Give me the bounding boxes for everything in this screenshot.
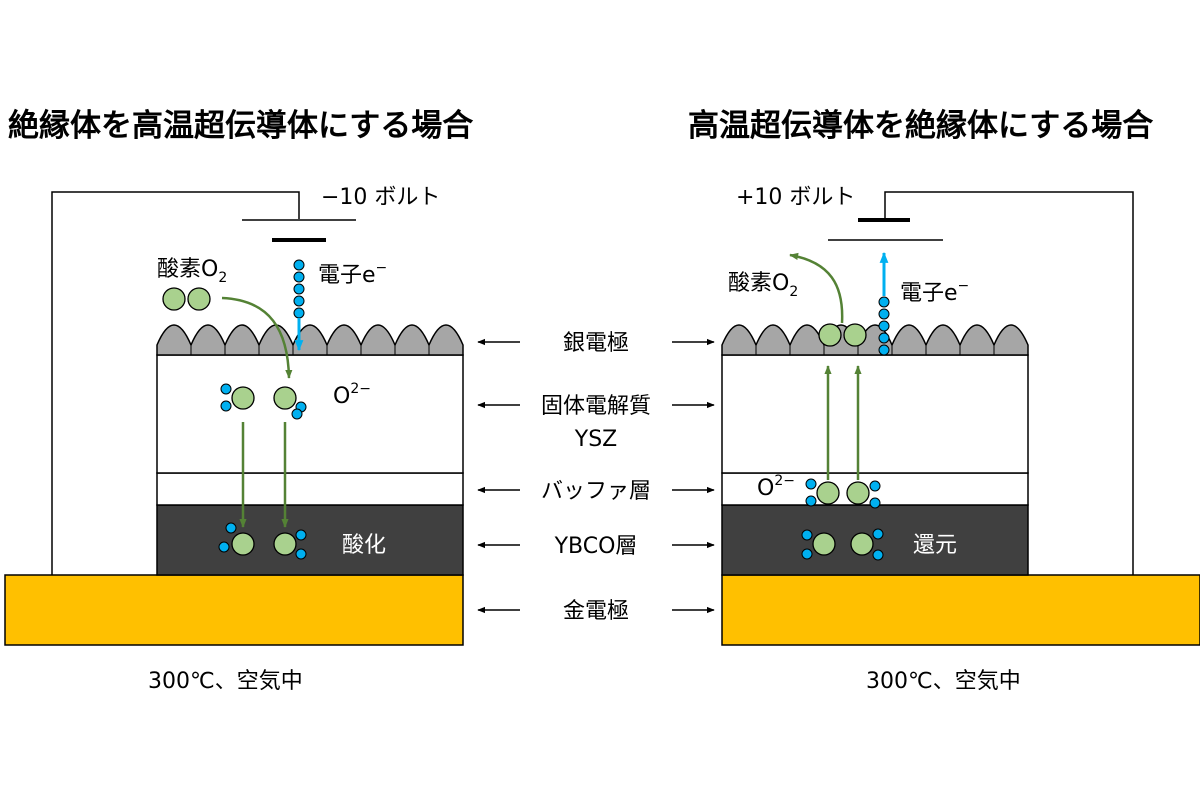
right-electron-chain [878, 296, 890, 356]
left-cell: −10 ボルト 酸素O2 [4, 185, 464, 694]
left-oxide-ion-label: O2− [333, 381, 371, 409]
right-ybco-layer [721, 504, 1029, 576]
right-circuit-wire [884, 191, 1134, 575]
right-process-label: 還元 [913, 533, 957, 558]
right-voltage-label: +10 ボルト [736, 185, 855, 210]
right-ybco-ion-2 [850, 528, 884, 561]
right-oxide-ion-1 [805, 478, 840, 507]
right-cell: +10 ボルト 酸素O2 [721, 185, 1200, 694]
right-oxide-ion-2 [846, 480, 881, 509]
label-buffer: バッファ層 [541, 479, 651, 504]
right-o2-molecule [818, 323, 867, 347]
left-gold-electrode [4, 574, 464, 646]
label-silver-electrode: 銀電極 [563, 331, 629, 356]
left-oxygen-inflow-arrow [221, 296, 293, 379]
label-gold-electrode: 金電極 [563, 599, 629, 624]
right-oxygen-outflow-arrow [789, 252, 844, 324]
left-oxide-ion-2 [273, 386, 307, 420]
left-electron-label: 電子e− [318, 260, 387, 288]
left-electrolyte-layer [156, 354, 464, 474]
left-buffer-layer [156, 472, 464, 506]
left-ybco-ion-1 [218, 522, 255, 556]
left-electron-chain [293, 259, 305, 319]
left-o2-molecule [162, 287, 211, 311]
label-ybco: YBCO層 [554, 534, 638, 559]
label-ysz: YSZ [574, 427, 617, 452]
left-circuit-wire [51, 191, 300, 575]
right-electron-label: 電子e− [900, 278, 969, 306]
right-oxygen-label: 酸素O2 [728, 271, 798, 300]
left-condition-label: 300℃、空気中 [148, 669, 303, 694]
layer-labels: 銀電極 固体電解質 YSZ バッファ層 YBCO層 金電極 [477, 331, 715, 624]
left-silver-electrode [156, 324, 464, 356]
right-ybco-ion-1 [801, 529, 836, 560]
left-title: 絶縁体を高温超伝導体にする場合 [8, 108, 473, 144]
label-electrolyte: 固体電解質 [541, 394, 651, 419]
left-voltage-label: −10 ボルト [321, 185, 440, 210]
right-gold-electrode [721, 574, 1200, 646]
right-title: 高温超伝導体を絶縁体にする場合 [688, 108, 1153, 144]
right-condition-label: 300℃、空気中 [866, 669, 1021, 694]
right-silver-electrode [721, 324, 1029, 356]
right-oxide-ion-label: O2− [757, 473, 795, 501]
right-electrolyte-layer [721, 354, 1029, 474]
left-oxygen-label: 酸素O2 [157, 257, 227, 286]
left-ybco-ion-2 [273, 529, 307, 560]
left-oxide-ion-1 [220, 383, 255, 412]
left-process-label: 酸化 [342, 533, 386, 558]
left-ybco-layer [156, 504, 464, 576]
